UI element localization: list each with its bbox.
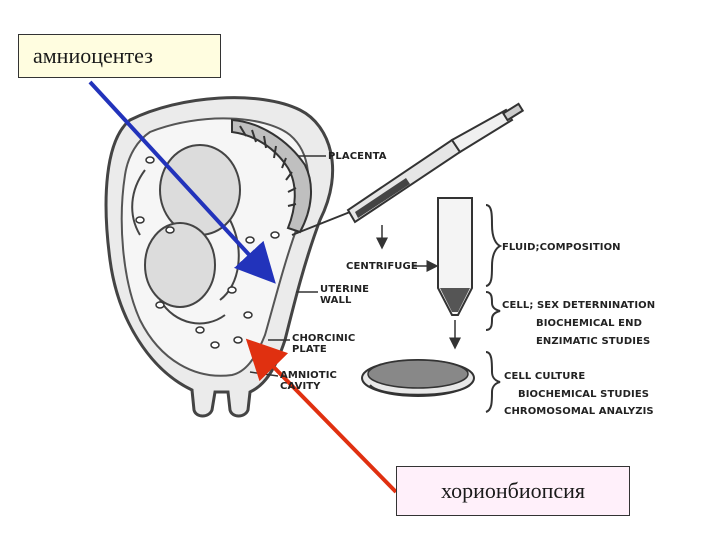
petri-dish bbox=[362, 360, 474, 396]
enzimatic-studies-label: ENZIMATIC STUDIES bbox=[536, 336, 650, 347]
biochemical-studies-label: BIOCHEMICAL STUDIES bbox=[518, 389, 649, 400]
cell-sex-label: CELL; SEX DETERNINATION bbox=[502, 300, 655, 311]
placenta-label: PLACENTA bbox=[328, 151, 387, 162]
chorionic-plate-label: CHORCINIC PLATE bbox=[292, 333, 355, 355]
chromosomal-analysis-label: CHROMOSOMAL ANALYZIS bbox=[504, 406, 654, 417]
fluid-composition-label: FLUID;COMPOSITION bbox=[502, 242, 621, 253]
chorion-biopsy-text: хорионбиопсия bbox=[441, 478, 585, 504]
centrifuge-label: CENTRIFUGE bbox=[346, 261, 418, 272]
amniocentesis-label: амниоцентез bbox=[18, 34, 221, 78]
braces bbox=[486, 205, 500, 412]
uterus bbox=[106, 98, 333, 416]
biochemical-end-label: BIOCHEMICAL END bbox=[536, 318, 642, 329]
uterine-wall-label: UTERINE WALL bbox=[320, 284, 369, 306]
cell-culture-label: CELL CULTURE bbox=[504, 371, 585, 382]
chorion-biopsy-label: хорионбиопсия bbox=[396, 466, 630, 516]
amniocentesis-text: амниоцентез bbox=[33, 43, 153, 69]
amniotic-cavity-label: AMNIOTIC CAVITY bbox=[280, 370, 337, 392]
test-tube bbox=[438, 198, 472, 315]
